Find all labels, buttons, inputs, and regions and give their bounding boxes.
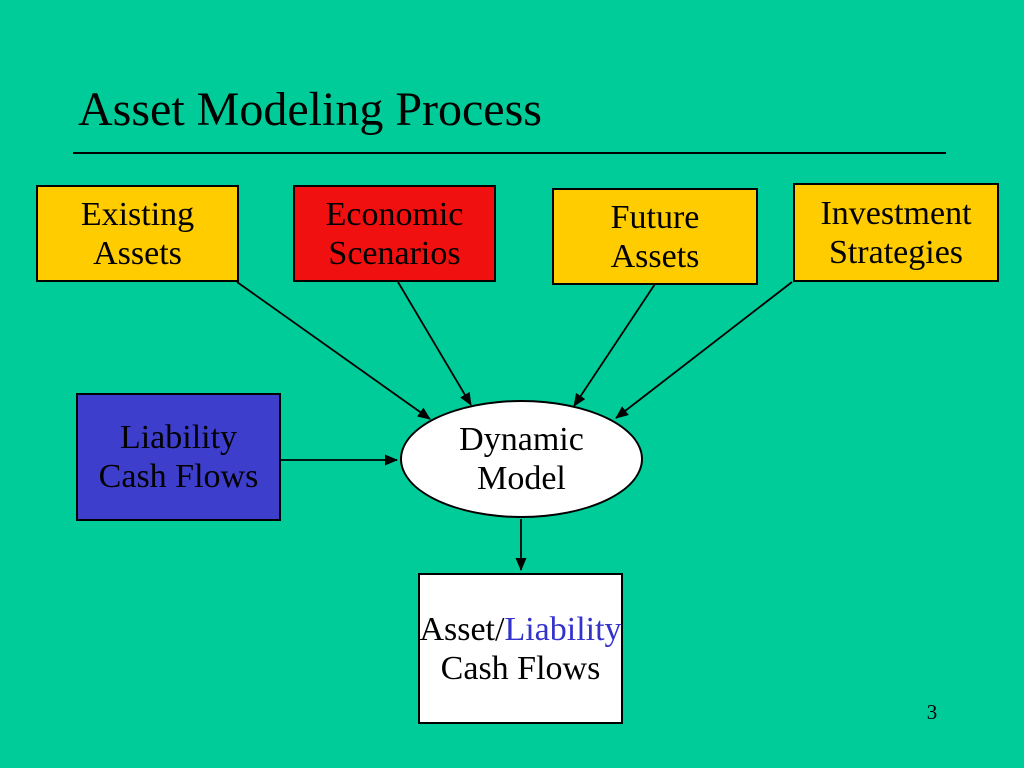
node-liability-cash-flows: Liability Cash Flows xyxy=(76,393,281,521)
page-title: Asset Modeling Process xyxy=(78,83,542,136)
asset-word: Asset/ xyxy=(419,610,505,648)
node-label-line: Cash Flows xyxy=(98,458,259,495)
node-label-line: Scenarios xyxy=(328,234,461,272)
liability-word: Liability xyxy=(504,610,622,648)
node-label-line: Dynamic xyxy=(459,421,584,458)
node-label-line: Economic xyxy=(325,195,464,233)
node-economic-scenarios: Economic Scenarios xyxy=(293,185,496,282)
node-label-line: Assets xyxy=(610,237,700,275)
node-asset-liability-cash-flows: Asset/Liability Cash Flows xyxy=(418,573,623,724)
node-label-line: Investment xyxy=(820,194,972,232)
node-dynamic-model: Dynamic Model xyxy=(400,400,643,518)
node-label-line: Existing xyxy=(80,195,195,233)
page-number: 3 xyxy=(926,700,938,724)
node-investment-strategies: Investment Strategies xyxy=(793,183,999,282)
node-label-line: Liability xyxy=(119,419,238,456)
arrow-economic-scenarios-to-dynamic-model xyxy=(397,281,472,406)
node-label-line: Assets xyxy=(93,234,182,272)
node-label-line: Strategies xyxy=(828,233,964,271)
node-existing-assets: Existing Assets xyxy=(36,185,239,282)
arrow-investment-strategies-to-dynamic-model xyxy=(615,281,793,419)
node-label-line: Cash Flows xyxy=(440,649,601,687)
node-label-line: Model xyxy=(477,460,566,497)
node-label-line: Future xyxy=(610,198,700,236)
arrow-future-assets-to-dynamic-model xyxy=(573,283,656,407)
node-future-assets: Future Assets xyxy=(552,188,758,285)
node-label-line: Asset/Liability xyxy=(419,610,621,649)
title-underline xyxy=(73,152,946,154)
